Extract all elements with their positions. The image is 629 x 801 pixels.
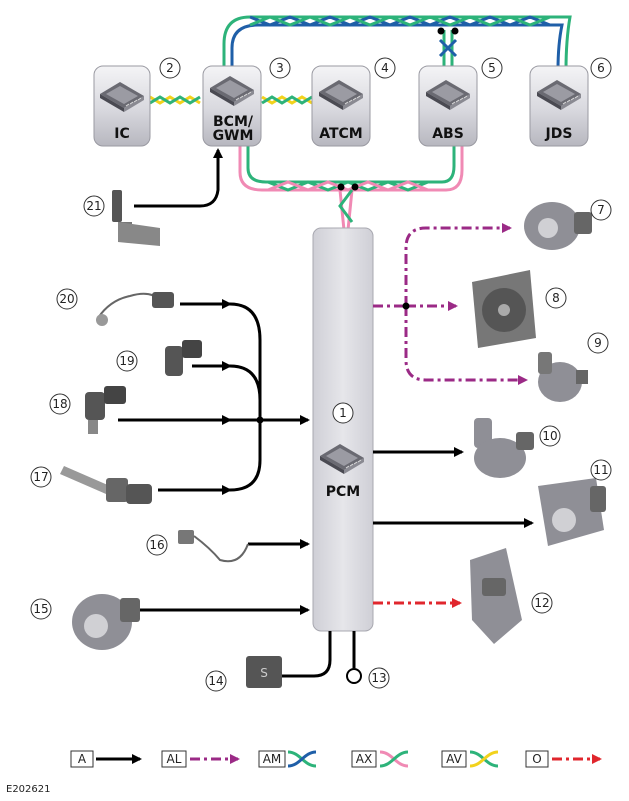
switch-12[interactable] <box>470 548 522 644</box>
module-atcm[interactable]: ATCM <box>311 65 371 147</box>
am-bus-top <box>222 15 572 71</box>
svg-text:1: 1 <box>339 406 347 420</box>
svg-text:12: 12 <box>534 596 549 610</box>
callout-9: 9 <box>587 332 609 354</box>
legend: A AL AM AX AV O <box>70 750 602 768</box>
callout-20: 20 <box>56 288 78 310</box>
sensor-21[interactable] <box>112 190 160 246</box>
svg-text:21: 21 <box>86 199 101 213</box>
callout-8: 8 <box>545 287 567 309</box>
module-atcm-label: ATCM <box>319 126 363 142</box>
callout-6: 6 <box>590 57 612 79</box>
callout-7: 7 <box>590 199 612 221</box>
svg-text:13: 13 <box>371 671 386 685</box>
svg-text:17: 17 <box>33 470 48 484</box>
sensor-18[interactable] <box>85 386 126 434</box>
svg-text:11: 11 <box>593 463 608 477</box>
ground-eyelet <box>346 668 362 684</box>
av-bus-bcm-atcm <box>261 95 313 105</box>
callout-16: 16 <box>146 534 168 556</box>
svg-text:10: 10 <box>542 429 557 443</box>
module-ic[interactable]: IC <box>93 65 151 147</box>
svg-text:15: 15 <box>33 602 48 616</box>
callout-5: 5 <box>481 57 503 79</box>
ax-splice-left <box>337 183 345 191</box>
svg-text:AX: AX <box>356 752 372 766</box>
svg-text:14: 14 <box>208 674 223 688</box>
svg-text:6: 6 <box>597 61 605 75</box>
svg-text:9: 9 <box>594 336 602 350</box>
callout-17: 17 <box>30 466 52 488</box>
callout-18: 18 <box>49 393 71 415</box>
callout-3: 3 <box>269 57 291 79</box>
valve-10[interactable] <box>474 418 534 478</box>
legend-al: AL <box>161 750 240 768</box>
output-wires <box>373 223 534 608</box>
module-bcm-label-2: GWM <box>213 128 254 144</box>
svg-text:A: A <box>78 752 87 766</box>
callout-4: 4 <box>374 57 396 79</box>
svg-text:S: S <box>260 666 268 680</box>
module-pcm[interactable]: PCM <box>312 227 374 632</box>
callout-1: 1 <box>332 402 354 424</box>
module-ic-label: IC <box>114 126 129 142</box>
module-bcm-gwm[interactable]: BCM/ GWM <box>202 65 262 147</box>
sensor-20[interactable] <box>96 292 174 326</box>
callout-10: 10 <box>539 425 561 447</box>
callout-14: 14 <box>205 670 227 692</box>
module-bcm-label-1: BCM/ <box>213 114 254 130</box>
legend-a: A <box>70 750 142 768</box>
svg-text:3: 3 <box>276 61 284 75</box>
pump-7[interactable] <box>524 202 592 250</box>
am-splice-left <box>437 27 445 35</box>
legend-o: O <box>525 750 602 768</box>
svg-text:2: 2 <box>166 61 174 75</box>
purple-splice <box>402 302 410 310</box>
ax-splice-right <box>351 183 359 191</box>
module-jds[interactable]: JDS <box>529 65 589 147</box>
svg-text:AL: AL <box>167 752 182 766</box>
av-bus-ic-bcm <box>149 95 201 105</box>
svg-text:19: 19 <box>119 354 134 368</box>
callout-2: 2 <box>159 57 181 79</box>
callout-21: 21 <box>83 195 105 217</box>
svg-text:5: 5 <box>488 61 496 75</box>
reference-code: E202621 <box>6 784 51 795</box>
input-wires <box>118 148 356 678</box>
sensor-17[interactable] <box>60 466 152 504</box>
am-splice-right <box>451 27 459 35</box>
legend-ax: AX <box>351 750 409 768</box>
callout-12: 12 <box>531 592 553 614</box>
sensor-16[interactable] <box>178 530 249 563</box>
svg-text:AM: AM <box>263 752 282 766</box>
module-jds-label: JDS <box>545 126 573 142</box>
pump-15[interactable] <box>72 594 140 650</box>
callout-15: 15 <box>30 598 52 620</box>
throttle-11[interactable] <box>538 478 606 546</box>
module-pcm-label: PCM <box>326 484 360 500</box>
callout-13: 13 <box>368 667 390 689</box>
pump-9[interactable] <box>538 352 588 402</box>
callout-19: 19 <box>116 350 138 372</box>
svg-text:7: 7 <box>597 203 605 217</box>
sensor-19[interactable] <box>165 340 202 376</box>
fan-8[interactable] <box>472 270 536 348</box>
input-splice <box>256 416 264 424</box>
callout-11: 11 <box>590 459 612 481</box>
svg-text:16: 16 <box>149 538 164 552</box>
legend-av: AV <box>441 750 499 768</box>
svg-text:4: 4 <box>381 61 389 75</box>
module-abs-label: ABS <box>432 126 464 142</box>
svg-text:AV: AV <box>446 752 462 766</box>
svg-text:20: 20 <box>59 292 74 306</box>
module-abs[interactable]: ABS <box>418 65 478 147</box>
svg-text:8: 8 <box>552 291 560 305</box>
svg-text:18: 18 <box>52 397 67 411</box>
svg-text:O: O <box>532 752 541 766</box>
legend-am: AM <box>258 750 317 768</box>
fuse-14[interactable]: S <box>246 656 282 688</box>
ax-bus-lower <box>238 146 464 231</box>
